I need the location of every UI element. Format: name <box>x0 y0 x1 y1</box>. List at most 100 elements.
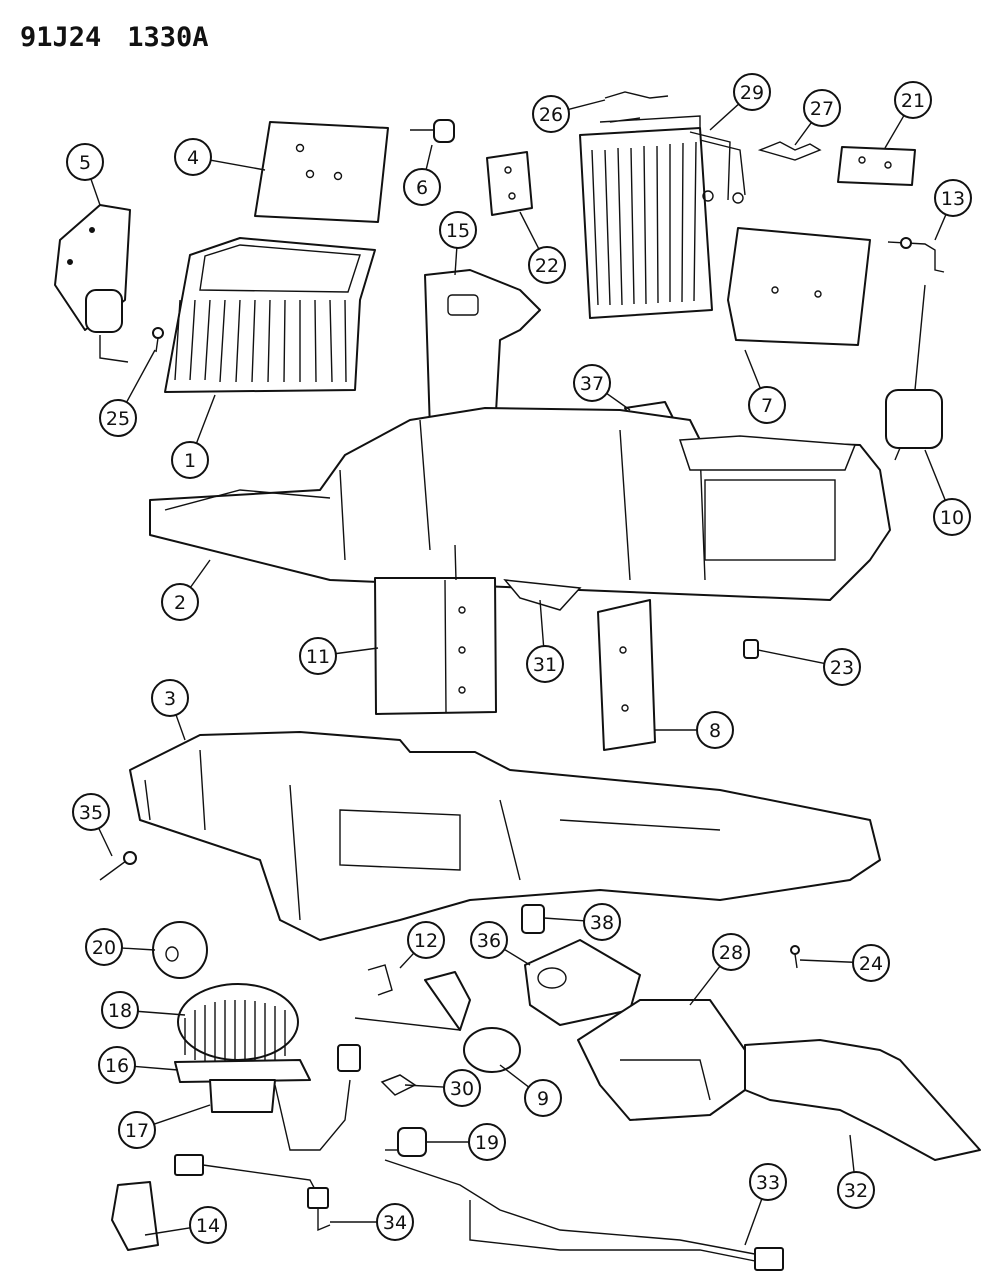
part-6-bolt <box>410 119 455 143</box>
part-9-vacuum-motor <box>354 971 521 1073</box>
part-15-heater-tube <box>424 269 541 431</box>
callout-18: 18 <box>101 991 139 1029</box>
diagram-code-primary: 91J24 <box>20 22 102 53</box>
callout-number-8: 8 <box>709 720 721 742</box>
callout-20: 20 <box>85 928 123 966</box>
callout-26: 26 <box>532 95 570 133</box>
leader-line-33 <box>744 1198 763 1246</box>
leader-line-16 <box>134 1065 179 1071</box>
callout-number-22: 22 <box>535 255 559 277</box>
part-8-air-door <box>597 599 656 751</box>
callout-number-19: 19 <box>475 1132 499 1154</box>
callout-circle-27 <box>803 89 841 127</box>
callout-37: 37 <box>573 364 611 402</box>
callout-circle-18 <box>101 991 139 1029</box>
callout-24: 24 <box>852 944 890 982</box>
callout-23: 23 <box>823 648 861 686</box>
callout-circle-37 <box>573 364 611 402</box>
leader-line-28 <box>689 965 721 1006</box>
callout-number-21: 21 <box>901 90 925 112</box>
callout-circle-1 <box>171 441 209 479</box>
callout-circle-4 <box>174 138 212 176</box>
callout-number-7: 7 <box>761 395 773 417</box>
callout-22: 22 <box>528 246 566 284</box>
callout-35: 35 <box>72 793 110 831</box>
part-16-blower-mount <box>174 1059 311 1083</box>
leader-line-1 <box>195 394 216 444</box>
leader-line-10 <box>924 449 946 501</box>
part-1-evaporator-core <box>164 237 376 393</box>
callout-33: 33 <box>749 1163 787 1201</box>
leader-line-30 <box>404 1084 445 1088</box>
callout-number-25: 25 <box>106 408 130 430</box>
callout-number-26: 26 <box>539 104 563 126</box>
part-35-screw <box>99 851 137 881</box>
callout-number-31: 31 <box>533 654 557 676</box>
callout-16: 16 <box>98 1046 136 1084</box>
callout-number-20: 20 <box>92 937 116 959</box>
callout-circle-34 <box>376 1203 414 1241</box>
callout-13: 13 <box>934 179 972 217</box>
callout-circle-24 <box>852 944 890 982</box>
callout-25: 25 <box>99 399 137 437</box>
callout-number-11: 11 <box>306 646 330 668</box>
leader-line-5 <box>90 178 101 206</box>
part-13-linkage <box>887 237 945 273</box>
callout-number-10: 10 <box>940 507 964 529</box>
leader-line-2 <box>189 559 211 588</box>
leader-line-32 <box>849 1134 855 1173</box>
callout-number-9: 9 <box>537 1088 549 1110</box>
callout-number-24: 24 <box>859 953 883 975</box>
callout-29: 29 <box>733 73 771 111</box>
leader-line-35 <box>98 827 113 857</box>
part-22-seal <box>486 151 533 216</box>
leader-line-38 <box>543 917 585 922</box>
part-20-bushing <box>152 921 208 979</box>
leader-line-29 <box>709 103 740 131</box>
part-7-blend-door <box>727 227 871 346</box>
callout-circle-26 <box>532 95 570 133</box>
callout-circle-32 <box>837 1171 875 1209</box>
callout-9: 9 <box>524 1079 562 1117</box>
callout-number-2: 2 <box>174 592 186 614</box>
callout-circle-33 <box>749 1163 787 1201</box>
callout-number-1: 1 <box>184 450 196 472</box>
callout-17: 17 <box>118 1111 156 1149</box>
leader-line-37 <box>606 392 631 411</box>
callout-circle-16 <box>98 1046 136 1084</box>
callout-number-5: 5 <box>79 152 91 174</box>
callout-circle-2 <box>161 583 199 621</box>
callout-36: 36 <box>470 921 508 959</box>
callout-circle-25 <box>99 399 137 437</box>
callout-number-3: 3 <box>164 688 176 710</box>
callout-circle-9 <box>524 1079 562 1117</box>
callout-19: 19 <box>468 1123 506 1161</box>
callout-circle-28 <box>712 933 750 971</box>
part-17-blower-motor <box>209 1044 361 1151</box>
callout-circle-6 <box>403 168 441 206</box>
part-38-connector <box>521 904 545 934</box>
callout-15: 15 <box>439 211 477 249</box>
callout-number-30: 30 <box>450 1078 474 1100</box>
callout-circle-38 <box>583 903 621 941</box>
part-32-floor-duct <box>744 1039 981 1161</box>
callout-number-14: 14 <box>196 1215 220 1237</box>
part-4-door <box>254 121 389 223</box>
callout-2: 2 <box>161 583 199 621</box>
callout-28: 28 <box>712 933 750 971</box>
leader-line-9 <box>499 1064 530 1088</box>
callout-10: 10 <box>933 498 971 536</box>
callout-number-6: 6 <box>416 177 428 199</box>
callout-circle-31 <box>526 645 564 683</box>
callout-21: 21 <box>894 81 932 119</box>
callout-number-38: 38 <box>590 912 614 934</box>
callout-1: 1 <box>171 441 209 479</box>
callout-number-29: 29 <box>740 82 764 104</box>
callout-number-37: 37 <box>580 373 604 395</box>
callout-number-28: 28 <box>719 942 743 964</box>
callout-circle-3 <box>151 679 189 717</box>
leader-line-24 <box>799 959 854 963</box>
leader-line-6 <box>425 144 433 170</box>
part-28-defroster-duct <box>577 999 746 1121</box>
